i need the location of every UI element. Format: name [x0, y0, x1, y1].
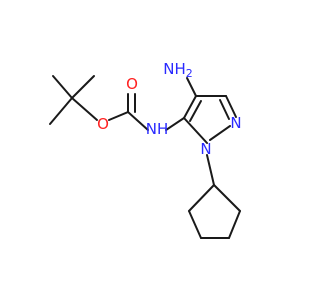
carbamate-nh-label: NH: [146, 120, 169, 138]
ring-n1-label: N: [200, 140, 211, 158]
bond-tbu-c2: [71, 75, 95, 99]
atom-labels: NH2 O O NH N N: [97, 60, 242, 158]
bond-o-carbonyl: [108, 111, 129, 121]
bond-cp-5: [188, 184, 215, 212]
bond-c3-n2-double-b: [219, 99, 230, 120]
bond-n1-cp: [206, 154, 215, 186]
bond-c4-nh2: [186, 77, 197, 97]
bond-n2-n1: [209, 125, 231, 141]
bond-tbu-c1: [52, 75, 73, 99]
bond-c5-c4-double: [189, 100, 202, 122]
molecule-diagram: NH2 O O NH N N: [49, 60, 242, 239]
ester-oxygen-label: O: [97, 115, 109, 133]
bond-n1-c5: [183, 117, 208, 144]
bond-tbu-o: [71, 97, 98, 121]
bond-c3-n2-double-a: [225, 95, 237, 118]
ring-n2-label: N: [230, 114, 241, 132]
bond-c5-c4: [183, 95, 197, 119]
structure-svg: NH2 O O NH N N: [49, 60, 242, 239]
bond-tbu-c3: [49, 97, 73, 125]
bond-cp-2: [228, 210, 241, 239]
bond-cp-4: [188, 210, 202, 239]
bond-cp-1: [213, 184, 241, 212]
bond-nh-c5: [165, 117, 185, 131]
carbonyl-oxygen-label: O: [126, 75, 138, 93]
bond-carbonyl-nh: [127, 111, 149, 131]
bonds: [49, 75, 241, 239]
amino-label: NH2: [163, 60, 193, 80]
